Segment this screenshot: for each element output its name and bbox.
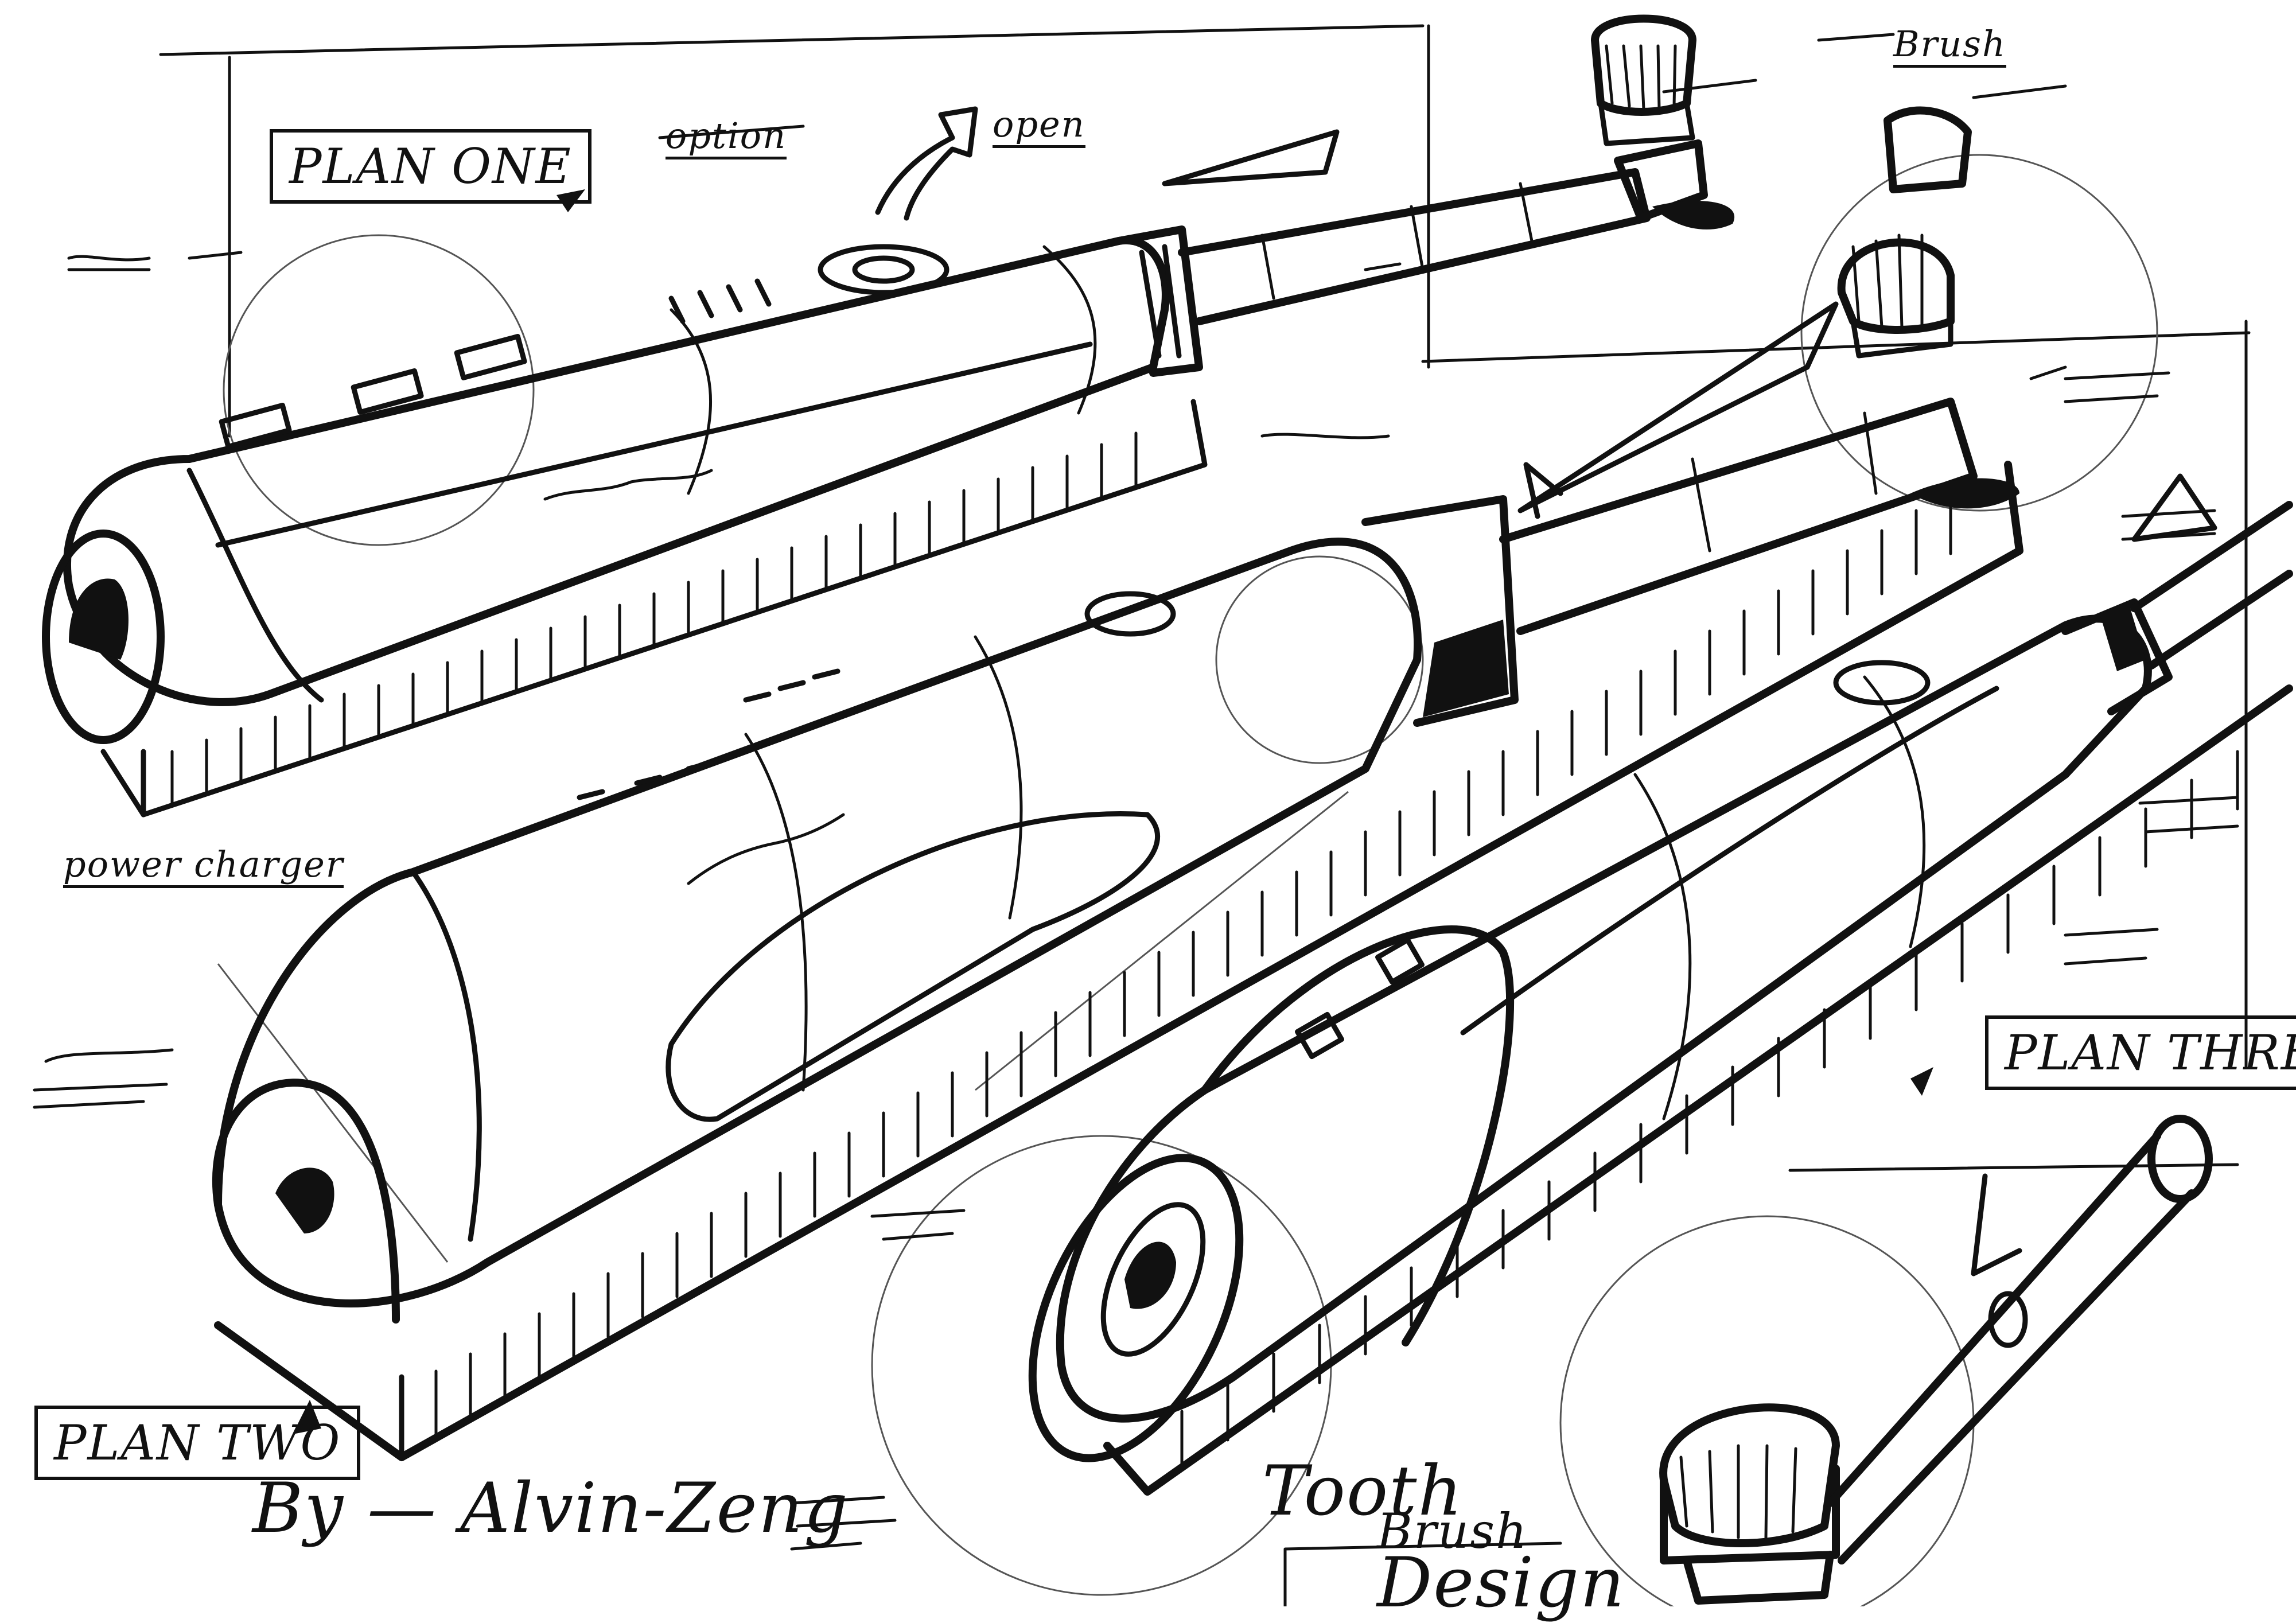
brush-note: Brush xyxy=(1893,23,2006,68)
title-design: Design xyxy=(1377,1543,1626,1623)
toothbrush-plan-three xyxy=(1028,501,2293,1496)
option-note: option xyxy=(666,115,787,159)
plan-one-label: PLAN ONE xyxy=(270,129,591,204)
power-charger-note: power charger xyxy=(63,843,344,888)
title-tooth: Tooth xyxy=(1262,1451,1464,1531)
annotation-arrows xyxy=(188,33,2217,1434)
brush-head-detail xyxy=(1659,1115,2213,1605)
open-note: open xyxy=(993,103,1085,148)
plan-three-label: PLAN THREE xyxy=(1985,1015,2296,1090)
plan-two-label: PLAN TWO xyxy=(34,1406,361,1480)
toothbrush-plan-one xyxy=(42,14,1735,818)
title-brush: Brush xyxy=(1377,1503,1528,1559)
margin-scribbles xyxy=(33,124,2239,1551)
toothbrush-plan-two xyxy=(212,106,2023,1461)
designer-signature: By — Alvin-Zeng xyxy=(252,1469,849,1548)
